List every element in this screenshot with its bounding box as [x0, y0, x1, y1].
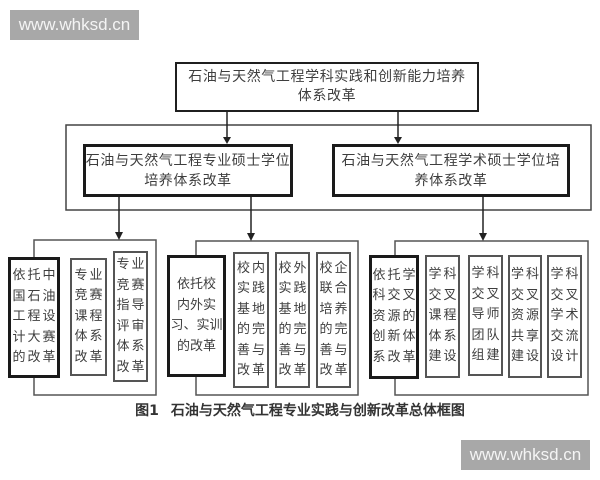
- reform-box-competition-review: 专业 竞赛 指导 评审 体系 改革: [113, 251, 148, 382]
- figure-title: 石油与天然气工程专业实践与创新改革总体框图: [170, 403, 465, 419]
- root-box: 石油与天然气工程学科实践和创新能力培养 体系改革: [175, 62, 479, 112]
- reform-box-text: 依托学 科交叉 资源的 创新体 系改革: [372, 267, 418, 365]
- level2-box-professional-degree: 石油与天然气工程专业硕士学位 培养体系改革: [83, 144, 293, 197]
- reform-box-competition-main: 依托中 国石油 工程设 计大赛 的改革: [8, 257, 60, 378]
- reform-box-text: 专业 竞赛 指导 评审 体系 改革: [116, 257, 147, 375]
- level2-box-text: 石油与天然气工程专业硕士学位 培养体系改革: [85, 152, 291, 189]
- arrow-root-to-professional: [223, 112, 231, 144]
- arrow-academic-to-interdisciplinary: [479, 197, 487, 241]
- reform-box-text: 学科 交叉 学术 交流 设计: [550, 267, 581, 365]
- reform-box-text: 校内 实践 基地 的完 善与 改革: [237, 260, 268, 379]
- reform-box-cross-resource-sharing: 学科 交叉 资源 共享 建设: [508, 255, 542, 378]
- reform-box-enterprise-joint: 校企 联合 培养 的完 善与 改革: [316, 252, 351, 388]
- reform-box-text: 校外 实践 基地 的完 善与 改革: [278, 260, 309, 379]
- level2-enclosure: [65, 124, 592, 211]
- reform-box-text: 学科 交叉 资源 共享 建设: [511, 267, 542, 365]
- reform-box-cross-course: 学科 交叉 课程 体系 建设: [425, 255, 460, 378]
- watermark-bottom: www.whksd.cn: [461, 440, 590, 470]
- reform-box-practice-main: 依托校 内外实 习、实训 的改革: [167, 255, 226, 377]
- reform-box-cross-academic-exchange: 学科 交叉 学术 交流 设计: [547, 255, 582, 378]
- reform-box-text: 依托校 内外实 习、实训 的改革: [170, 277, 223, 354]
- level2-box-text: 石油与天然气工程学术硕士学位培 养体系改革: [341, 152, 561, 189]
- reform-box-external-base: 校外 实践 基地 的完 善与 改革: [275, 252, 310, 388]
- reform-box-text: 校企 联合 培养 的完 善与 改革: [319, 260, 350, 379]
- arrow-root-to-academic: [394, 112, 402, 144]
- arrow-professional-to-competition: [115, 197, 123, 240]
- figure-label: 图1: [135, 403, 159, 419]
- root-box-text: 石油与天然气工程学科实践和创新能力培养 体系改革: [188, 69, 466, 104]
- reform-box-text: 专业 竞赛 课程 体系 改革: [74, 267, 105, 365]
- reform-box-competition-course: 专业 竞赛 课程 体系 改革: [70, 258, 107, 376]
- figure-caption: 图1 石油与天然气工程专业实践与创新改革总体框图: [0, 400, 600, 420]
- reform-box-text: 依托中 国石油 工程设 计大赛 的改革: [12, 268, 58, 366]
- watermark-top: www.whksd.cn: [10, 10, 139, 40]
- reform-box-interdisciplinary-main: 依托学 科交叉 资源的 创新体 系改革: [369, 255, 419, 379]
- reform-box-text: 学科 交叉 课程 体系 建设: [428, 267, 459, 365]
- reform-box-internal-base: 校内 实践 基地 的完 善与 改革: [233, 252, 269, 388]
- reform-box-cross-mentor-team: 学科 交叉 导师 团队 组建: [468, 255, 503, 376]
- arrow-professional-to-practice: [247, 197, 255, 241]
- level2-box-academic-degree: 石油与天然气工程学术硕士学位培 养体系改革: [332, 144, 570, 197]
- reform-box-text: 学科 交叉 导师 团队 组建: [471, 266, 502, 364]
